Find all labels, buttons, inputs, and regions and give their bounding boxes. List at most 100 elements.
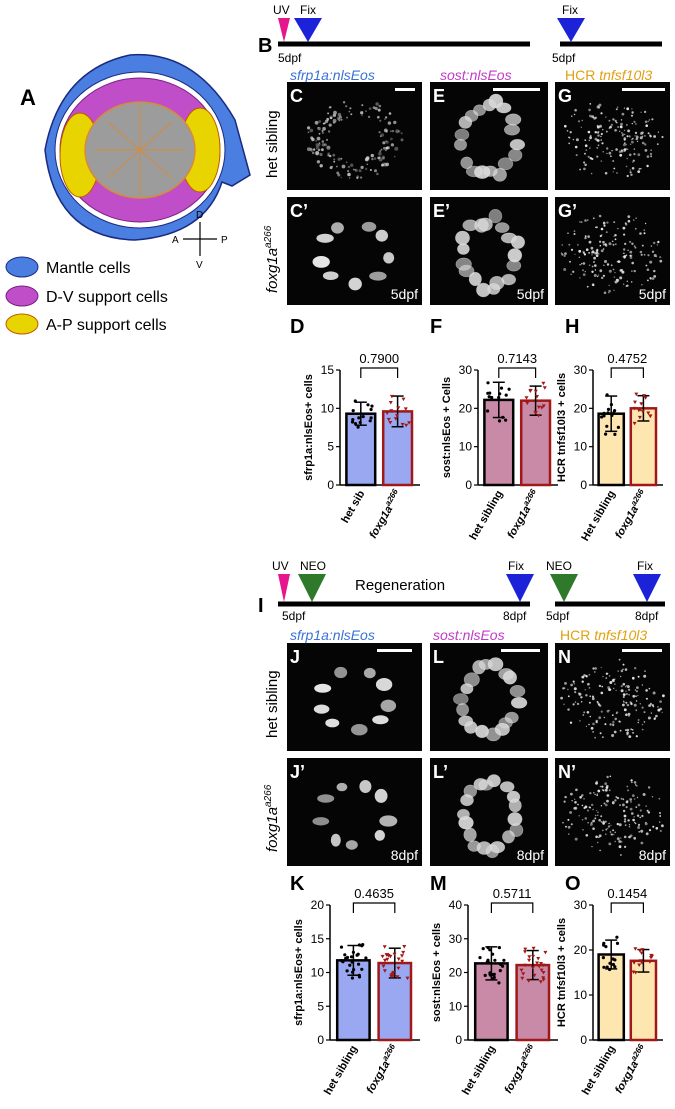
panel-letter-C2: C’ [290,201,308,221]
point [615,935,619,939]
point [490,395,494,400]
point [521,972,526,976]
point [646,411,651,415]
fix-arrow-4 [633,574,661,602]
point [488,948,492,952]
tl3-d8: 8dpf [503,609,527,623]
tl4-neo: NEO [546,559,572,573]
point [351,970,355,974]
category-label: het sibling [468,489,506,543]
y-axis-label: sfrp1a:nlsEos+ cells [293,919,305,1026]
point [492,975,496,980]
y-tick-label: 15 [311,932,325,946]
point [539,962,543,966]
panel-letter-L2: L’ [433,762,448,782]
p-value: 0.5711 [493,886,532,901]
point [616,425,621,429]
y-tick-label: 30 [449,932,463,946]
p-value: 0.1454 [607,886,647,901]
scale-bar [622,88,665,91]
point [606,407,611,411]
point [382,969,387,973]
point [483,973,487,978]
panel-letter-E: E [433,86,445,106]
point [538,980,543,984]
point [525,401,530,406]
point [536,957,541,961]
scale-bar [377,649,412,652]
tl2-day: 5dpf [552,51,576,65]
point [497,419,502,423]
chan-hcr-top: HCR tnfsf10l3 [565,67,652,83]
point [369,416,373,420]
panel-letter-J: J [290,647,300,667]
y-tick-label: 30 [574,363,588,377]
chan-sost-bottom: sost:nlsEos [433,627,505,643]
point [405,976,410,981]
point [637,949,642,953]
micrograph-L: L [430,643,548,751]
p-value: 0.4635 [354,886,394,901]
timepoint-label: 8dpf [517,847,544,863]
point [602,965,606,969]
point [533,389,538,394]
timepoint-label: 5dpf [517,286,544,302]
point [491,952,495,956]
tl3-fix: Fix [508,559,524,573]
y-tick-label: 20 [449,966,463,980]
tl3-neo: NEO [300,559,326,573]
panel-letter-J2: J’ [290,762,305,782]
point [527,958,532,963]
panel-letter-N2: N’ [558,762,576,782]
point [348,963,352,967]
micrograph-L2: L’ 8dpf [430,758,548,866]
bar-1 [629,959,658,1042]
scale-bar [622,649,662,652]
point [358,420,362,425]
y-tick-label: 30 [459,363,473,377]
point [349,955,354,959]
micrograph-N2: N’ 8dpf [555,758,670,866]
point [643,396,648,400]
y-axis-label: HCR tnfsf10l3 + cells [556,373,568,482]
y-tick-label: 0 [327,478,334,492]
y-tick-label: 10 [574,440,588,454]
point [528,388,533,393]
point [507,387,511,391]
point [350,420,355,424]
point [488,391,492,395]
significance-bracket [498,367,537,378]
point [487,395,491,399]
category-label: foxg1aa266 [365,487,404,541]
point [523,963,528,968]
panel-letter-N: N [558,647,571,667]
neo-arrow [298,574,326,602]
point [605,393,609,397]
point [613,965,617,969]
y-tick-label: 10 [459,440,473,454]
point [504,393,508,397]
category-label: het sibling [322,1044,360,1098]
point [389,409,394,413]
point [389,974,394,979]
micrograph-C2: C’5dpf [287,197,422,305]
y-tick-label: 20 [459,401,473,415]
panel-letter-I: I [258,595,264,617]
y-tick-label: 10 [574,988,588,1002]
fix-arrow [294,18,322,42]
row-het-top: het sibling [264,110,281,178]
timepoint-label: 8dpf [639,847,666,863]
point [639,951,644,955]
y-axis-label: HCR tnfsf10l3 + cells [556,918,568,1027]
point [396,957,401,961]
point [542,386,547,390]
y-tick-label: 0 [317,1033,324,1047]
category-label: foxg1aa266 [363,1042,402,1096]
point [601,956,606,960]
tl1-uv: UV [273,3,290,17]
point [502,958,506,962]
legend-swatch-mantle [5,256,39,278]
point [498,392,502,396]
point [541,404,546,408]
